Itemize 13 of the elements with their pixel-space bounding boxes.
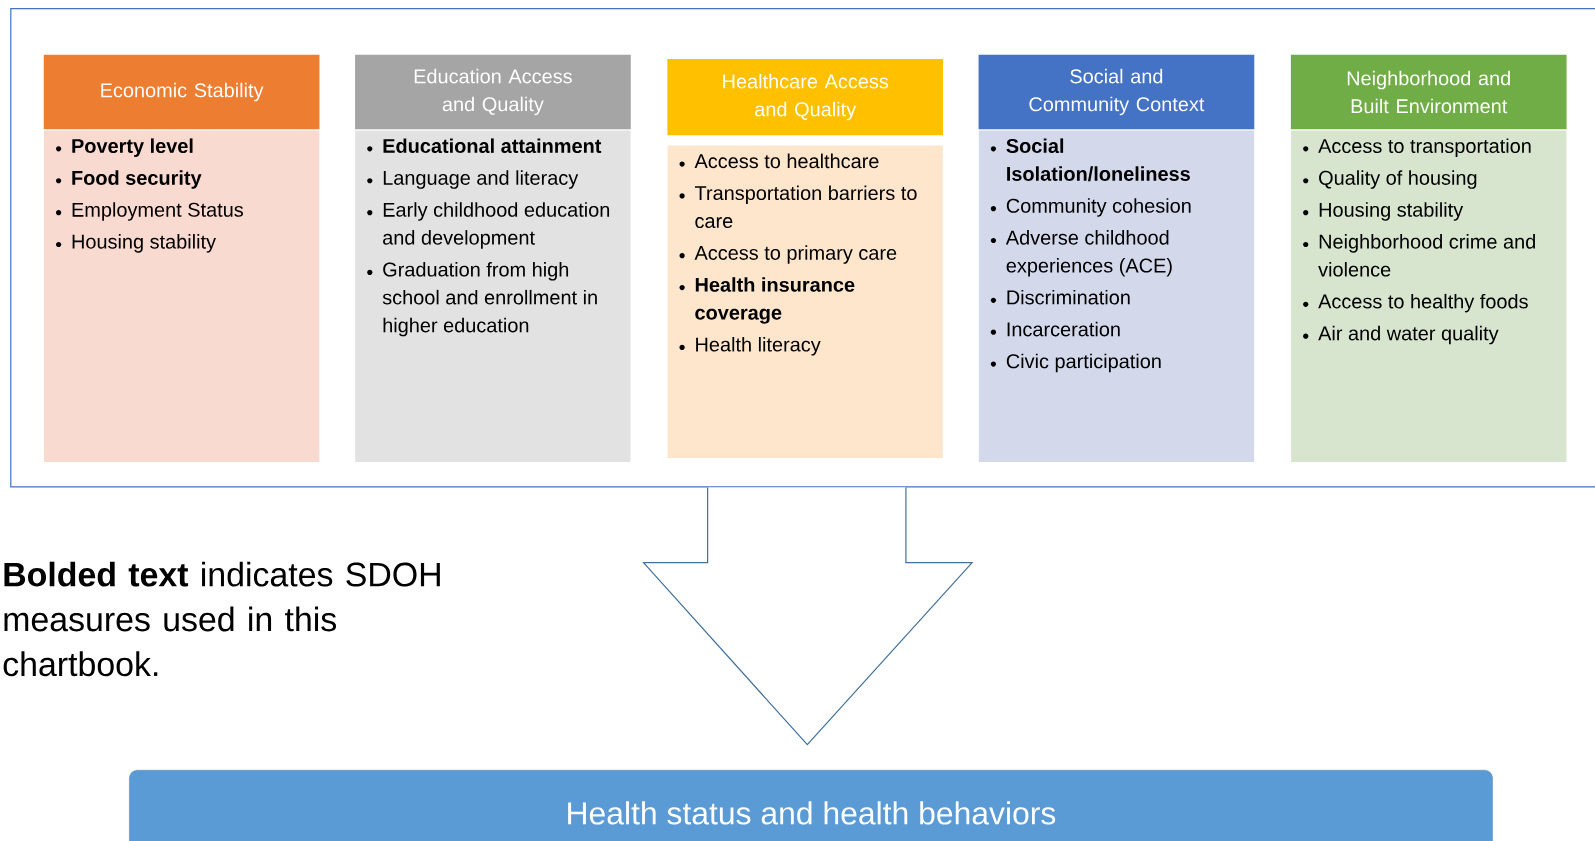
column-header: Neighborhood and Built Environment <box>1290 54 1567 130</box>
bullet-list-panel: Poverty level Food security Employment Status Housing stability <box>44 130 320 462</box>
column-header: Economic Stability <box>43 54 320 130</box>
bullet-list-panel: Social Isolation/loneliness Community cohesion Adverse childhood experiences (ACE) Discrimination Incarceration Civic participation <box>978 130 1255 462</box>
column-header: Education Access and Quality <box>355 54 631 130</box>
bullet-list-panel: Access to transportation Quality of housing Housing stability Neighborhood crime and violence Access to healthy foods Air and water quality <box>1291 130 1567 462</box>
note-text: Bolded text indicates SDOH measures used in this chartbook. <box>3 561 440 677</box>
column-header: Social and Community Context <box>978 54 1255 130</box>
column-header: Healthcare Access and Quality <box>667 58 944 136</box>
bullet-list-panel: Educational attainment Language and literacy Early childhood education and development Graduation from high school and enrollment in higher education <box>355 130 631 462</box>
block-arrow <box>642 486 974 746</box>
bullet-list-panel: Access to healthcare Transportation barriers to care Access to primary care Health insurance coverage Health literacy <box>667 145 943 458</box>
outcome-bar: Health status and health behaviors <box>129 770 1493 841</box>
